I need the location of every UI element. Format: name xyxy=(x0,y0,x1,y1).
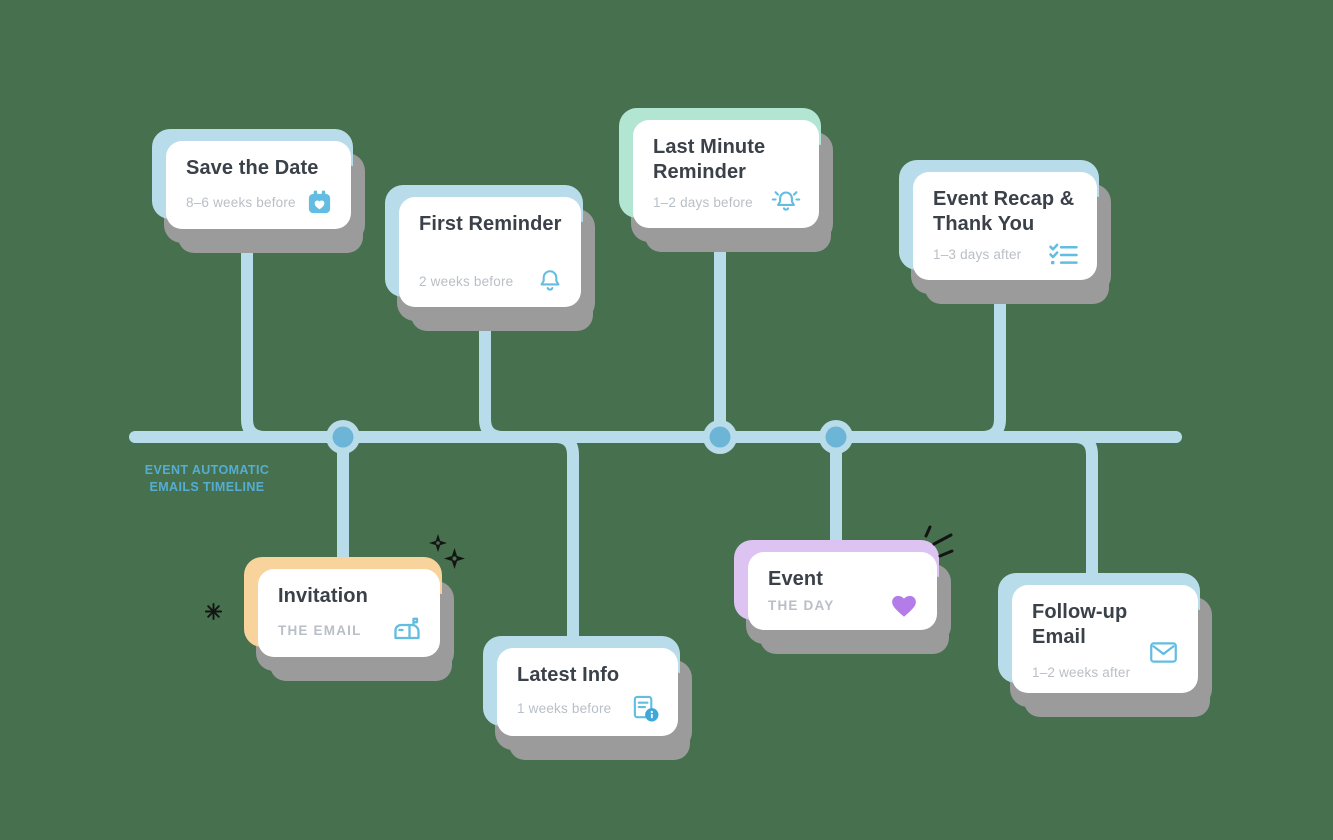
card-subtitle: 8–6 weeks before xyxy=(186,195,296,210)
card-event: Event THE DAY xyxy=(734,540,939,630)
connector-save-the-date xyxy=(241,216,271,443)
card-body: Save the Date 8–6 weeks before xyxy=(166,141,351,229)
connector-latest-info xyxy=(549,431,579,661)
connector-event-recap xyxy=(976,280,1006,443)
checklist-icon xyxy=(1048,242,1079,267)
card-title: Latest Info xyxy=(517,664,620,686)
card-body: Latest Info 1 weeks before xyxy=(497,648,678,736)
card-body: Event Recap & Thank You 1–3 days after xyxy=(913,172,1097,280)
asterisk-sparkle-icon xyxy=(204,602,223,626)
timeline-title-line1: EVENT AUTOMATIC xyxy=(144,463,270,477)
timeline-title: EVENT AUTOMATIC EMAILS TIMELINE xyxy=(135,462,279,495)
document-info-icon xyxy=(631,694,660,723)
card-title: Save the Date xyxy=(186,157,319,179)
card-subtitle: 2 weeks before xyxy=(419,273,514,289)
card-latest-info: Latest Info 1 weeks before xyxy=(483,636,680,736)
timeline-node xyxy=(703,420,737,454)
card-title: Invitation xyxy=(278,585,368,607)
card-subtitle: 1–2 weeks after xyxy=(1032,665,1131,680)
card-first-reminder: First Reminder 2 weeks before xyxy=(385,185,583,307)
card-last-minute-reminder: Last Minute Reminder 1–2 days before xyxy=(619,108,821,228)
ringing-bell-icon xyxy=(771,189,801,215)
heart-icon xyxy=(889,592,919,619)
card-title: Event xyxy=(768,568,823,590)
burst-dashes-icon xyxy=(918,522,958,569)
card-invitation: Invitation THE EMAIL xyxy=(244,557,442,657)
card-subtitle: 1–3 days after xyxy=(933,247,1022,262)
timeline-node xyxy=(326,420,360,454)
card-body: Invitation THE EMAIL xyxy=(258,569,440,657)
sparkle-star-icon xyxy=(429,534,447,557)
connector-first-reminder xyxy=(479,306,509,443)
card-body: First Reminder 2 weeks before xyxy=(399,197,581,307)
card-follow-up-email: Follow-up Email 1–2 weeks after xyxy=(998,573,1200,693)
card-subtitle: THE DAY xyxy=(768,598,835,613)
card-event-recap-thank-you: Event Recap & Thank You 1–3 days after xyxy=(899,160,1099,280)
connector-follow-up xyxy=(1068,431,1098,596)
card-body: Follow-up Email 1–2 weeks after xyxy=(1012,585,1198,693)
envelope-icon xyxy=(1149,641,1178,664)
card-title: Event Recap & Thank You xyxy=(933,188,1075,235)
timeline-title-line2: EMAILS TIMELINE xyxy=(149,479,265,494)
card-title: Last Minute Reminder xyxy=(653,136,766,183)
sparkle-star-icon xyxy=(444,548,465,574)
card-save-the-date: Save the Date 8–6 weeks before xyxy=(152,129,353,229)
card-title: First Reminder xyxy=(419,213,562,235)
card-subtitle: THE EMAIL xyxy=(278,622,362,638)
card-subtitle: 1 weeks before xyxy=(517,701,612,716)
mailbox-icon xyxy=(392,616,422,644)
card-body: Event THE DAY xyxy=(748,552,937,630)
card-body: Last Minute Reminder 1–2 days before xyxy=(633,120,819,228)
bell-icon xyxy=(537,268,563,294)
calendar-heart-icon xyxy=(306,189,333,216)
card-title: Follow-up Email xyxy=(1032,601,1128,648)
timeline-node xyxy=(819,420,853,454)
card-subtitle: 1–2 days before xyxy=(653,194,753,210)
